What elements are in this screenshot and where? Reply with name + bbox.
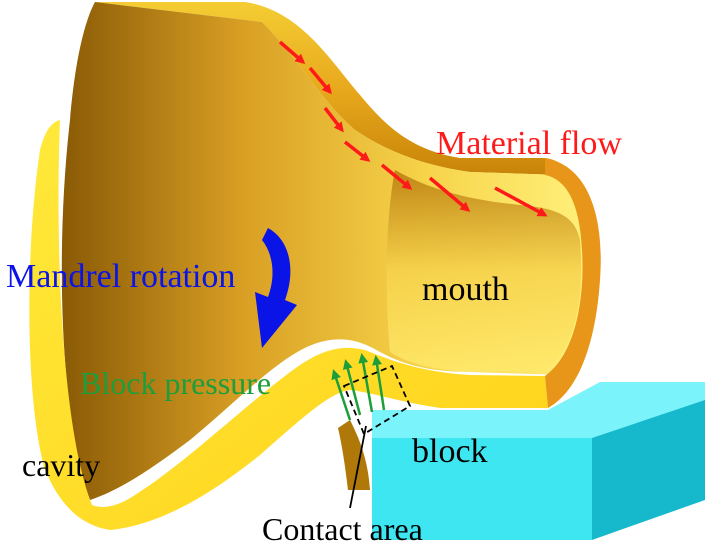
flow-arrow-2 — [308, 66, 332, 95]
pressure-arrow-1 — [331, 369, 352, 421]
contact-area-box — [342, 364, 412, 436]
mandrel-rotation-label: Mandrel rotation — [6, 258, 235, 295]
mandrel-rotation-arrow — [255, 228, 297, 348]
block-front-face — [372, 438, 592, 540]
material-flow-label: Material flow — [436, 125, 622, 162]
tube-contact-shadow — [338, 420, 370, 490]
flow-arrow-3 — [323, 106, 344, 133]
tube-inner-surface — [61, 2, 585, 500]
pressure-arrow-2 — [342, 359, 362, 416]
material-flow-arrows — [278, 40, 548, 217]
cavity-label: cavity — [22, 447, 100, 483]
flow-arrow-1 — [278, 40, 306, 64]
flow-arrow-7 — [494, 186, 548, 217]
flow-arrow-4 — [343, 140, 371, 162]
block-top-face — [372, 382, 705, 440]
block-pressure-arrows — [331, 353, 386, 421]
tube-front-face — [29, 120, 549, 530]
contact-area-label: Contact area — [262, 511, 423, 547]
block-pressure-label: Block pressure — [80, 365, 271, 401]
flow-arrow-5 — [380, 163, 413, 190]
pressure-arrow-3 — [358, 353, 374, 413]
block-side-face — [592, 400, 705, 540]
block-label: block — [412, 433, 488, 470]
contact-area-leader — [349, 425, 367, 509]
mouth-label: mouth — [422, 271, 509, 308]
mouth-rim-face — [545, 158, 601, 408]
pressure-arrow-4 — [372, 355, 386, 411]
flow-arrow-6 — [428, 176, 471, 212]
mouth-bore — [386, 170, 582, 372]
